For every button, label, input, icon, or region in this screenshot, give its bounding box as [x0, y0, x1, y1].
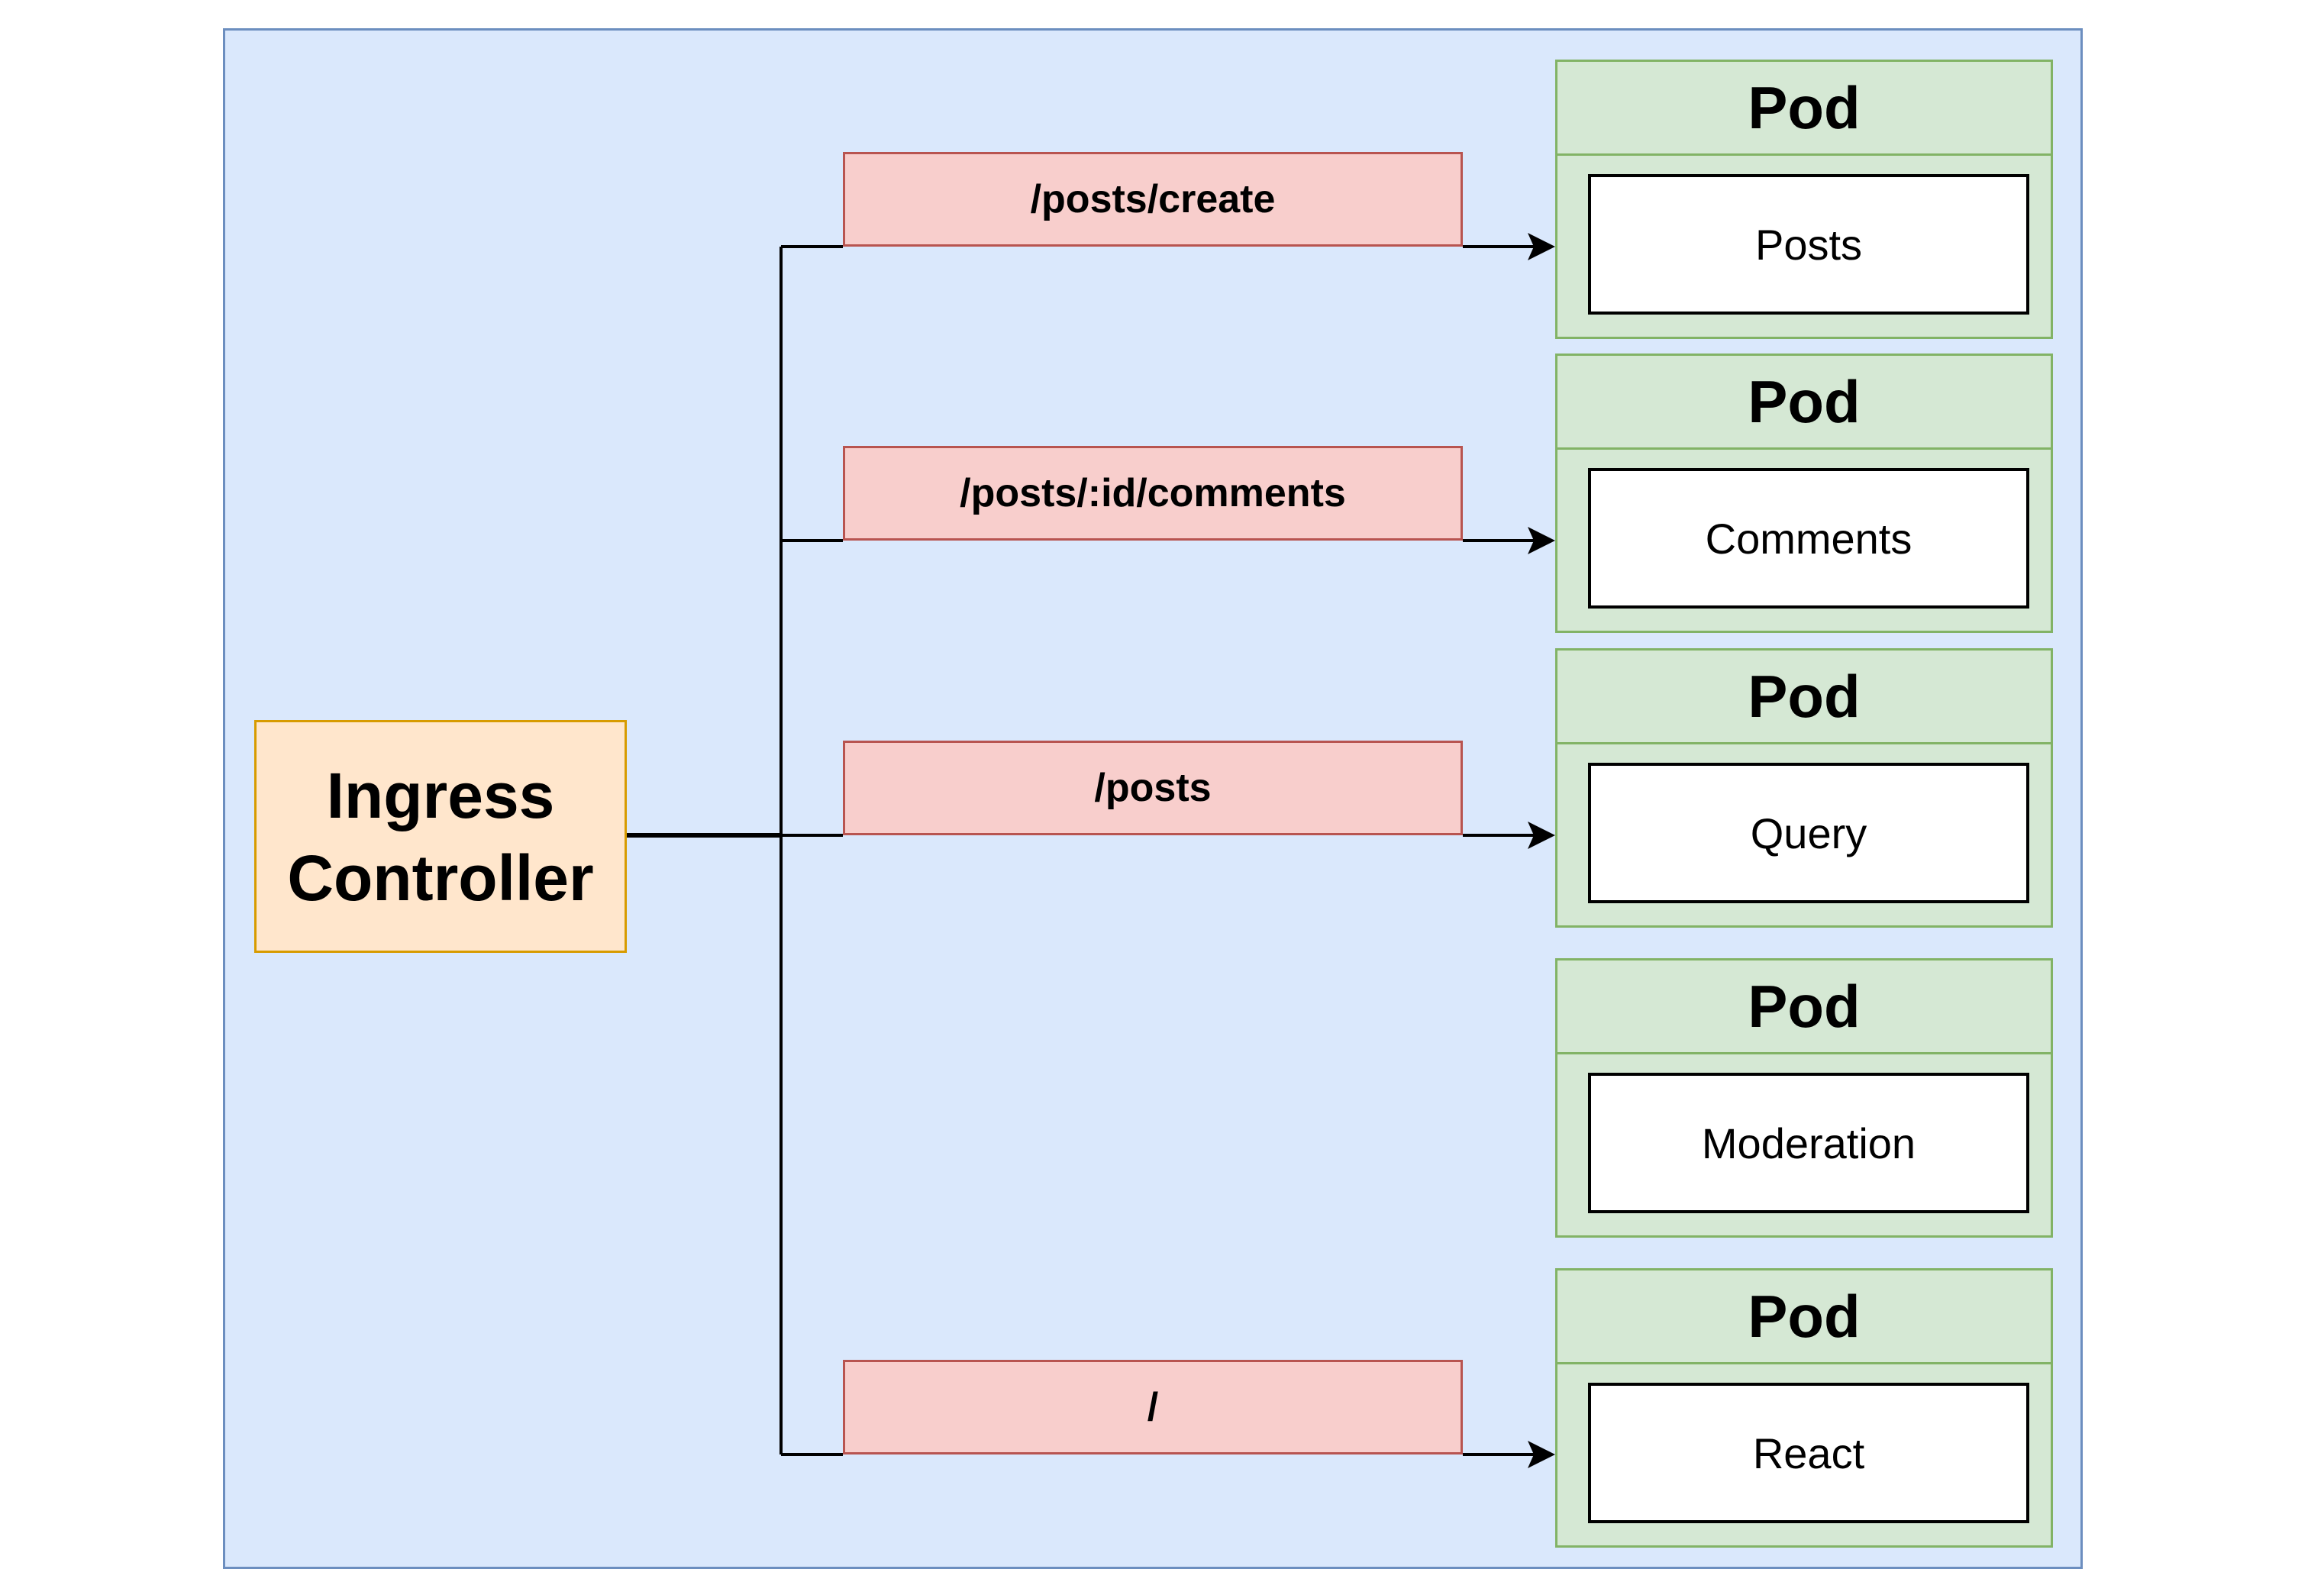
pod-header: Pod [1557, 1270, 2051, 1364]
ingress-controller-label: Ingress Controller [287, 754, 593, 919]
pod-title: Pod [1748, 662, 1861, 730]
pod-posts[interactable]: Pod Posts [1555, 60, 2053, 339]
route-posts[interactable]: /posts [843, 741, 1463, 835]
service-box-react[interactable]: React [1588, 1383, 2029, 1523]
ingress-controller-node[interactable]: Ingress Controller [254, 720, 627, 953]
service-label: Query [1750, 809, 1867, 857]
arrowhead-2 [1528, 527, 1555, 554]
route-posts-create[interactable]: /posts/create [843, 152, 1463, 247]
ingress-label-line1: Ingress [326, 759, 555, 831]
service-label: Comments [1705, 514, 1912, 563]
pod-react[interactable]: Pod React [1555, 1268, 2053, 1548]
arrowhead-1 [1528, 233, 1555, 260]
route-label: /posts/:id/comments [960, 471, 1346, 515]
pod-title: Pod [1748, 972, 1861, 1040]
arrowhead-3 [1528, 822, 1555, 849]
pod-title: Pod [1748, 367, 1861, 435]
route-label: /posts [1094, 766, 1212, 810]
service-label: React [1752, 1429, 1865, 1477]
service-box-posts[interactable]: Posts [1588, 174, 2029, 315]
service-label: Moderation [1701, 1119, 1916, 1167]
service-box-comments[interactable]: Comments [1588, 468, 2029, 609]
pod-title: Pod [1748, 1282, 1861, 1350]
route-root[interactable]: / [843, 1360, 1463, 1454]
pod-header: Pod [1557, 62, 2051, 156]
route-label: / [1147, 1385, 1159, 1429]
route-posts-id-comments[interactable]: /posts/:id/comments [843, 446, 1463, 541]
service-box-moderation[interactable]: Moderation [1588, 1073, 2029, 1213]
service-box-query[interactable]: Query [1588, 763, 2029, 903]
ingress-label-line2: Controller [287, 841, 594, 914]
arrowhead-4 [1528, 1441, 1555, 1468]
pod-title: Pod [1748, 73, 1861, 141]
pod-header: Pod [1557, 960, 2051, 1054]
route-label: /posts/create [1030, 177, 1276, 221]
pod-comments[interactable]: Pod Comments [1555, 354, 2053, 633]
pod-query[interactable]: Pod Query [1555, 648, 2053, 928]
service-label: Posts [1754, 220, 1863, 269]
pod-header: Pod [1557, 651, 2051, 744]
pod-moderation[interactable]: Pod Moderation [1555, 958, 2053, 1238]
pod-header: Pod [1557, 356, 2051, 450]
